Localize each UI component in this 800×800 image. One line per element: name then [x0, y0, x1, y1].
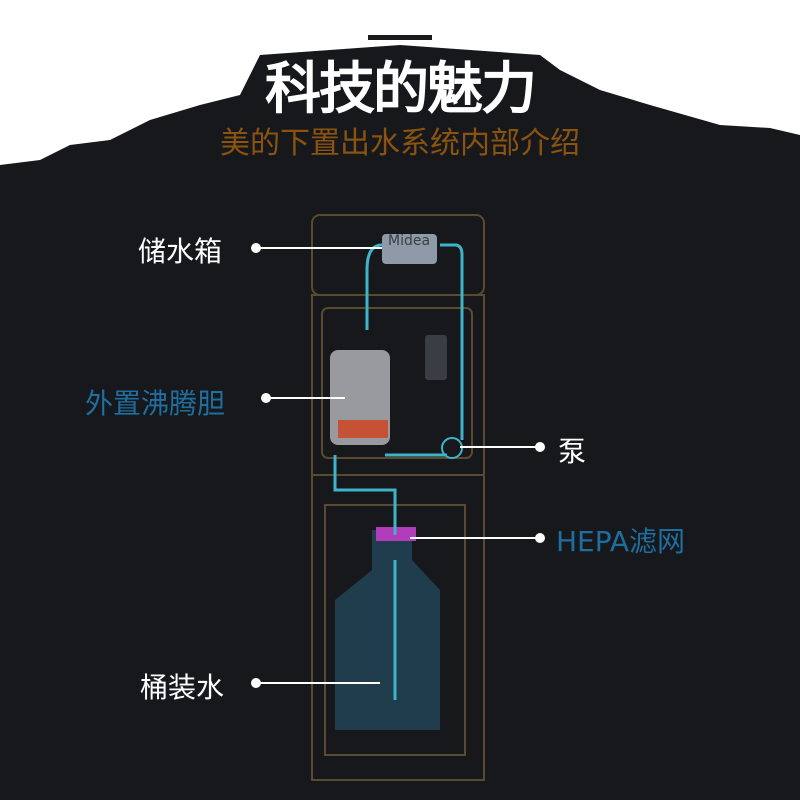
page-title: 科技的魅力	[265, 57, 537, 122]
water-bottle-shape	[335, 530, 440, 730]
water-flow-path	[333, 243, 464, 700]
title-bar-decoration	[368, 35, 432, 40]
label-hepa-filter: HEPA滤网	[556, 525, 685, 558]
label-external-kettle: 外置沸腾胆	[85, 387, 226, 420]
brand-logo: Midea	[388, 233, 430, 249]
label-pump: 泵	[558, 435, 587, 468]
pump-icon	[441, 437, 463, 459]
label-bottled-water: 桶装水	[140, 671, 225, 704]
tank-shape	[382, 234, 437, 264]
page-subtitle: 美的下置出水系统内部介绍	[220, 126, 580, 161]
label-water-tank: 储水箱	[138, 235, 223, 268]
